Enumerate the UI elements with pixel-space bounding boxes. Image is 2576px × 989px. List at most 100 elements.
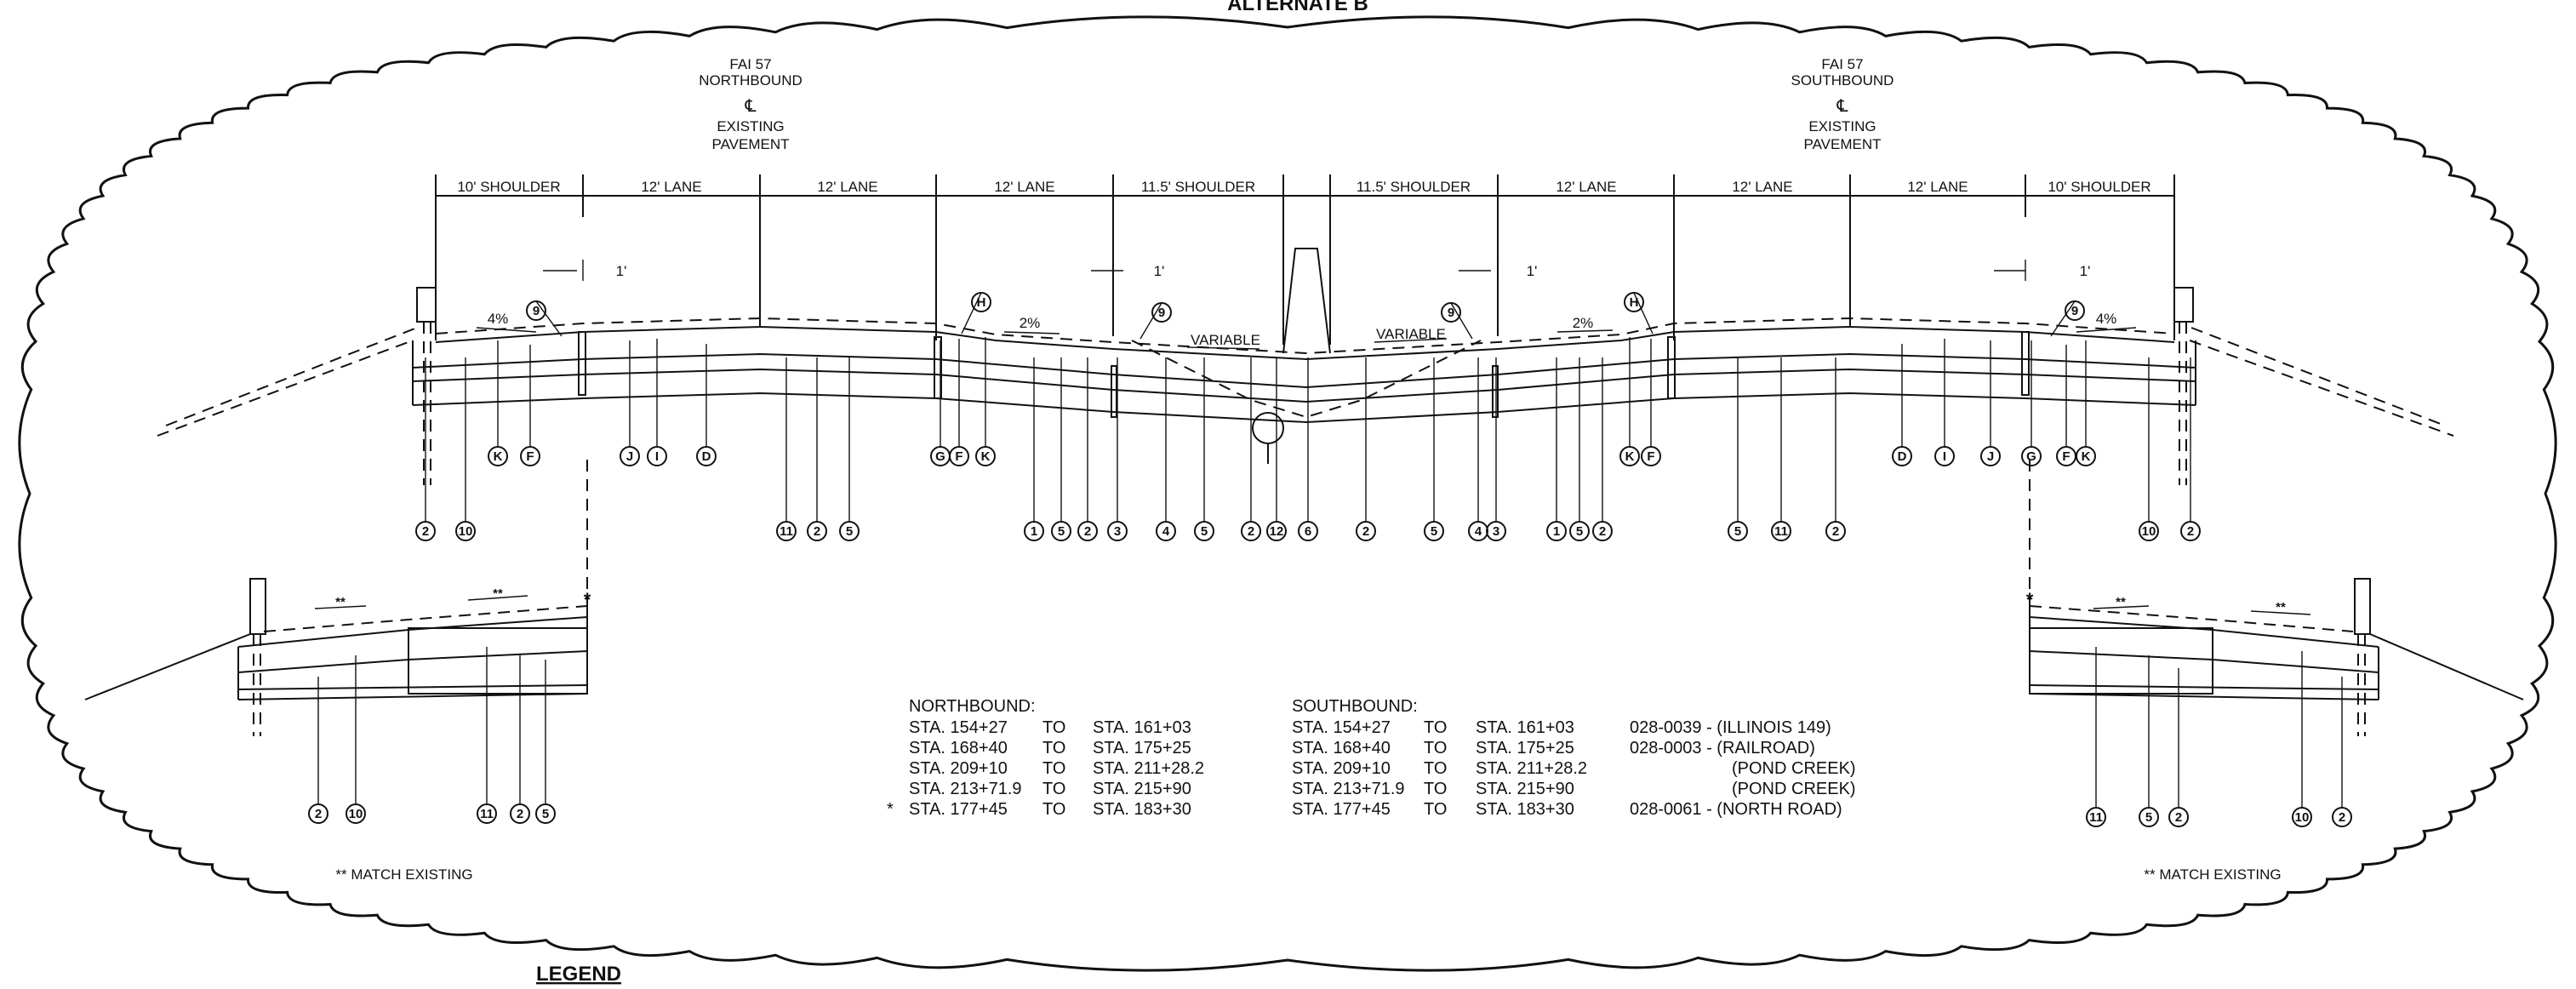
callout-circle: [1569, 521, 1590, 541]
asterisk-mark: *: [584, 589, 591, 610]
callout-10: 10: [455, 357, 476, 541]
callout-2: 2: [1241, 357, 1261, 541]
slope-four-percent: 4%: [488, 311, 509, 327]
callout-circle: [2139, 521, 2159, 541]
callout-circle: [1624, 292, 1644, 312]
callout-label: H: [977, 295, 986, 310]
match-existing-mark: **: [2276, 600, 2286, 615]
callout-circle: [2168, 807, 2189, 827]
width-sb-lane: 12' LANE: [1556, 179, 1616, 195]
callout-label: F: [955, 449, 962, 464]
callout-2: 2: [807, 357, 827, 541]
callout-label: 10: [2295, 810, 2310, 825]
station-from: STA. 168+40: [909, 739, 1008, 757]
callout-circle: [1266, 521, 1287, 541]
station-to-word: TO: [1424, 718, 1447, 737]
station-to-word: TO: [1042, 800, 1065, 819]
callout-5: 5: [535, 660, 556, 824]
callout-label: 11: [1774, 524, 1788, 539]
callout-9: 9: [1441, 302, 1473, 340]
callout-label: 9: [1158, 306, 1165, 320]
callout-k: K: [2076, 340, 2096, 466]
callout-11: 11: [2086, 647, 2106, 827]
station-from: STA. 209+10: [1292, 759, 1391, 778]
dim-one-ft: 1': [1527, 263, 1538, 279]
asterisk-mark: *: [887, 800, 894, 819]
station-to-word: TO: [1424, 759, 1447, 778]
station-to: STA. 175+25: [1476, 739, 1574, 757]
station-to-word: TO: [1042, 739, 1065, 757]
sb-note: EXISTING: [1808, 118, 1876, 134]
structure-note: 028-0003 - (RAILROAD): [1630, 739, 1815, 757]
callout-label: K: [981, 449, 991, 464]
callout-circle: [2180, 521, 2201, 541]
station-to: STA. 161+03: [1476, 718, 1574, 737]
callout-d: D: [1892, 344, 1912, 466]
width-sb-shoulder: 10' SHOULDER: [2048, 179, 2150, 195]
inset-right-section: ** ** * ** MATCH EXISTING: [2026, 578, 2524, 883]
callout-circle: [971, 292, 991, 312]
callout-label: 11: [780, 524, 793, 539]
callout-circle: [776, 521, 797, 541]
nb-note: EXISTING: [717, 118, 784, 134]
callout-circle: [1194, 521, 1214, 541]
callout-11: 11: [776, 357, 797, 541]
station-from: STA. 168+40: [1292, 739, 1391, 757]
callout-circle: [1486, 521, 1506, 541]
callout-label: G: [2026, 449, 2036, 464]
callout-label: 6: [1305, 524, 1311, 539]
callout-circle: [510, 803, 530, 824]
callout-label: 2: [2187, 524, 2194, 539]
callout-f: F: [1641, 339, 1661, 466]
callout-label: 2: [2175, 810, 2182, 825]
callout-circle: [1934, 446, 1955, 466]
width-sb-inside-shoulder: 11.5' SHOULDER: [1357, 179, 1471, 195]
dim-one-ft: 1': [2080, 263, 2091, 279]
structure-note: 028-0061 - (NORTH ROAD): [1630, 800, 1842, 819]
callout-6: 6: [1298, 357, 1318, 541]
callout-circle: [1241, 521, 1261, 541]
callout-f: F: [520, 345, 540, 466]
callout-d: D: [696, 344, 717, 466]
callout-label: 2: [1084, 524, 1091, 539]
callout-circle: [488, 446, 508, 466]
station-to-word: TO: [1424, 739, 1447, 757]
callout-label: J: [626, 449, 633, 464]
callout-circle: [1825, 521, 1846, 541]
callout-3: 3: [1486, 357, 1506, 541]
callout-f: F: [2056, 345, 2076, 466]
callout-i: I: [1934, 339, 1955, 466]
callout-label: 4: [1162, 524, 1170, 539]
callout-5: 5: [1728, 357, 1748, 541]
width-nb-lane: 12' LANE: [641, 179, 701, 195]
sb-stations-title: SOUTHBOUND:: [1292, 697, 1418, 716]
match-existing-note: ** MATCH EXISTING: [335, 866, 472, 883]
callout-j: J: [1980, 340, 2001, 466]
callout-circle: [1077, 521, 1098, 541]
callout-label: 1: [1031, 524, 1037, 539]
callout-circle: [477, 803, 497, 824]
callout-2: 2: [1356, 357, 1376, 541]
callout-2: 2: [1825, 357, 1846, 541]
callout-label: 5: [846, 524, 853, 539]
callout-label: 5: [542, 807, 549, 821]
callout-10: 10: [346, 655, 366, 824]
callout-label: 3: [1114, 524, 1121, 539]
structure-note: 028-0039 - (ILLINOIS 149): [1630, 718, 1831, 737]
callout-4: 4: [1156, 357, 1176, 541]
width-nb-inside-shoulder: 11.5' SHOULDER: [1141, 179, 1255, 195]
northbound-header: FAI 57 NORTHBOUND ℄ EXISTING PAVEMENT: [699, 56, 803, 152]
callout-circle: [1424, 521, 1444, 541]
callout-label: 2: [422, 524, 429, 539]
station-to: STA. 183+30: [1093, 800, 1191, 819]
station-to: STA. 211+28.2: [1093, 759, 1204, 778]
callout-h: H: [1624, 292, 1654, 334]
callout-circle: [346, 803, 366, 824]
one-foot-dims: 1' 1' 1' 1': [543, 260, 2090, 281]
match-existing-note: ** MATCH EXISTING: [2144, 866, 2281, 883]
callout-label: 5: [1201, 524, 1208, 539]
callout-i: I: [647, 339, 667, 466]
